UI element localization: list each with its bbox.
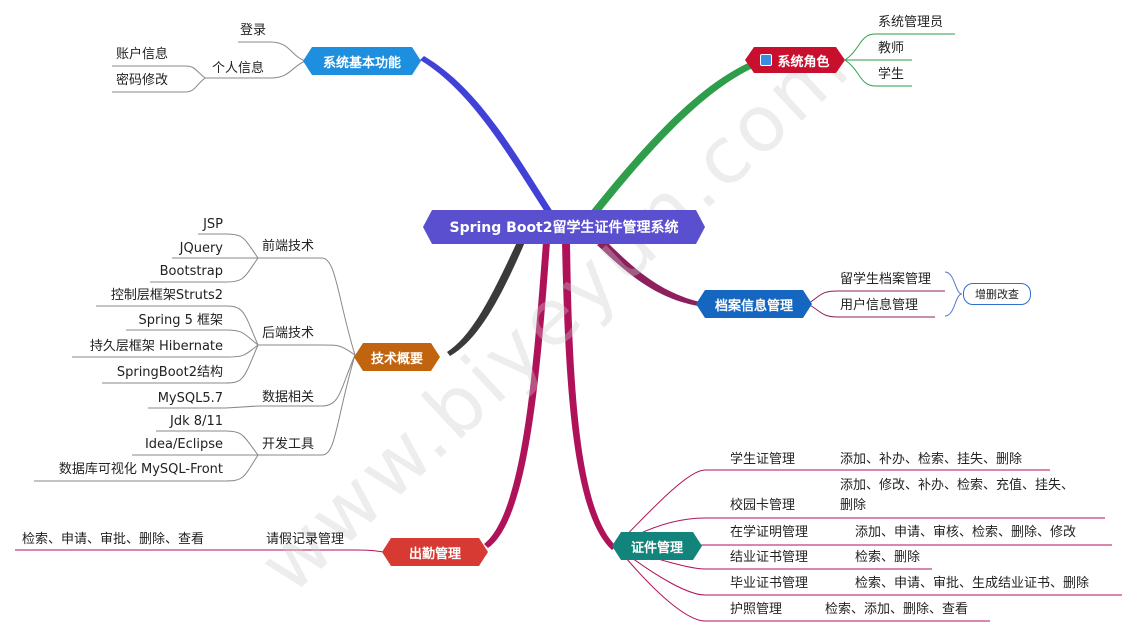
leave-records[interactable]: 请假记录管理: [266, 532, 345, 547]
backend-tech[interactable]: 后端技术: [262, 326, 315, 341]
leave-ops: 检索、申请、审批、删除、查看: [22, 532, 205, 547]
archive-management-node[interactable]: 档案信息管理: [696, 290, 812, 318]
cert-management-node[interactable]: 证件管理: [612, 532, 702, 560]
cert-management-label: 证件管理: [630, 540, 683, 556]
dev-jdk[interactable]: Jdk 8/11: [170, 414, 223, 429]
attendance-label: 出勤管理: [408, 546, 461, 562]
cert-student-id-ops: 添加、补办、检索、挂失、删除: [840, 452, 1023, 467]
archive-management-label: 档案信息管理: [714, 298, 793, 314]
user-info-item[interactable]: 用户信息管理: [840, 298, 919, 313]
data-mysql[interactable]: MySQL5.7: [157, 391, 223, 406]
backend-hibernate[interactable]: 持久层框架 Hibernate: [89, 339, 223, 354]
dev-idea[interactable]: Idea/Eclipse: [144, 437, 223, 452]
role-teacher[interactable]: 教师: [878, 41, 905, 56]
cert-enrollment[interactable]: 在学证明管理: [730, 525, 809, 540]
cert-completion-ops: 检索、删除: [855, 550, 921, 565]
central-topic[interactable]: Spring Boot2留学生证件管理系统: [423, 210, 705, 244]
frontend-jquery[interactable]: JQuery: [179, 241, 223, 256]
cert-completion[interactable]: 结业证书管理: [730, 550, 809, 565]
system-roles-node[interactable]: 系统角色: [745, 47, 845, 73]
frontend-tech[interactable]: 前端技术: [262, 239, 315, 254]
attendance-node[interactable]: 出勤管理: [382, 538, 488, 566]
basic-functions-node[interactable]: 系统基本功能: [303, 47, 421, 75]
cert-student-id[interactable]: 学生证管理: [730, 452, 796, 467]
frontend-bootstrap[interactable]: Bootstrap: [159, 264, 223, 279]
central-topic-label: Spring Boot2留学生证件管理系统: [449, 220, 679, 236]
frontend-jsp[interactable]: JSP: [203, 217, 223, 232]
cert-campus-card-ops1: 添加、修改、补办、检索、充值、挂失、: [840, 478, 1075, 493]
backend-spring5[interactable]: Spring 5 框架: [138, 313, 224, 328]
cert-graduation[interactable]: 毕业证书管理: [730, 576, 809, 591]
system-roles-label: 系统角色: [777, 54, 830, 70]
login-item[interactable]: 登录: [240, 23, 267, 38]
dev-mysql-front[interactable]: 数据库可视化 MySQL-Front: [58, 462, 223, 477]
dev-tools[interactable]: 开发工具: [262, 437, 315, 452]
data-related[interactable]: 数据相关: [262, 390, 315, 405]
student-archive-item[interactable]: 留学生档案管理: [840, 272, 932, 287]
cert-campus-card-ops2: 删除: [840, 498, 867, 513]
backend-struts2[interactable]: 控制层框架Struts2: [110, 288, 223, 303]
tech-overview-label: 技术概要: [370, 351, 423, 367]
backend-springboot2[interactable]: SpringBoot2结构: [116, 365, 223, 380]
basic-functions-label: 系统基本功能: [322, 55, 401, 71]
password-change-item[interactable]: 密码修改: [116, 73, 169, 88]
cert-passport-ops: 检索、添加、删除、查看: [825, 602, 969, 617]
tech-overview-node[interactable]: 技术概要: [354, 343, 440, 371]
role-student[interactable]: 学生: [878, 67, 905, 82]
cert-enrollment-ops: 添加、申请、审核、检索、删除、修改: [855, 525, 1077, 540]
crud-badge: 增删改查: [963, 283, 1031, 305]
account-info-item[interactable]: 账户信息: [116, 47, 169, 62]
cert-graduation-ops: 检索、申请、审批、生成结业证书、删除: [855, 576, 1090, 591]
personal-info-item[interactable]: 个人信息: [212, 61, 265, 76]
cert-campus-card[interactable]: 校园卡管理: [730, 498, 796, 513]
cert-passport[interactable]: 护照管理: [730, 602, 783, 617]
user-icon: [760, 54, 772, 66]
role-admin[interactable]: 系统管理员: [878, 15, 944, 30]
